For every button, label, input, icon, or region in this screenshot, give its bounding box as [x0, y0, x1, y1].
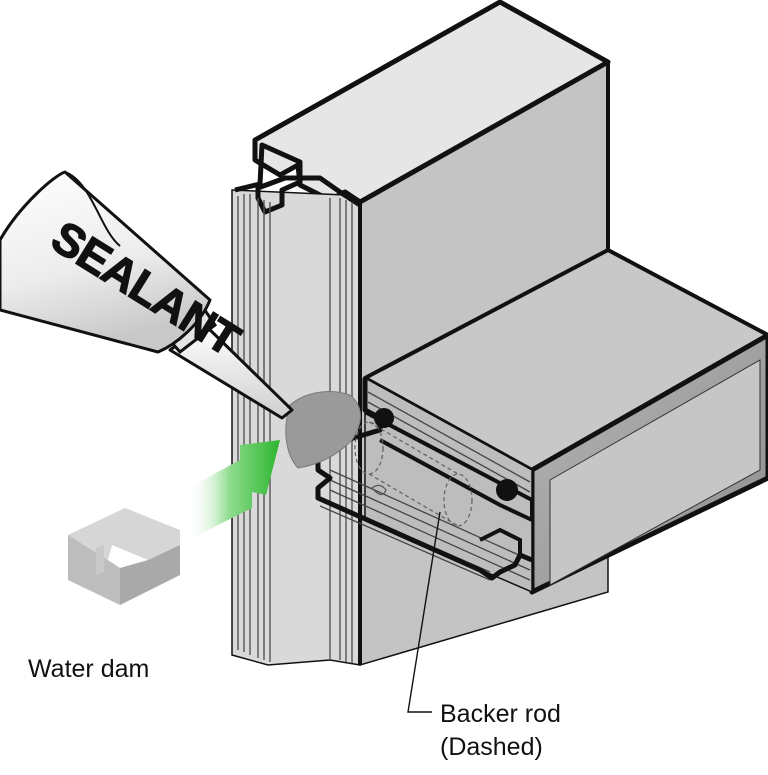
backer-rod-sublabel: (Dashed): [440, 733, 543, 761]
gasket-lower: [496, 479, 518, 501]
water-dam-front: [68, 535, 120, 605]
horizontal-inside-wall: [549, 359, 761, 586]
backer-rod-leader: [407, 511, 441, 713]
horizontal-member: [315, 248, 768, 595]
backer-rod-label: Backer rod: [440, 700, 561, 728]
water-flow-arrow: [188, 440, 280, 540]
water-dam-label: Water dam: [28, 655, 150, 683]
backer-rod: [354, 421, 473, 527]
gasket-upper: [374, 408, 394, 428]
mullion-fin-lines: [237, 194, 353, 663]
water-dam-block: [68, 508, 180, 605]
mullion-profile-outline: [234, 142, 362, 215]
tube-body: [0, 170, 212, 354]
water-dam-side: [120, 545, 180, 605]
backer-rod-shadow: [371, 484, 387, 496]
sealant-bead: [285, 391, 361, 469]
